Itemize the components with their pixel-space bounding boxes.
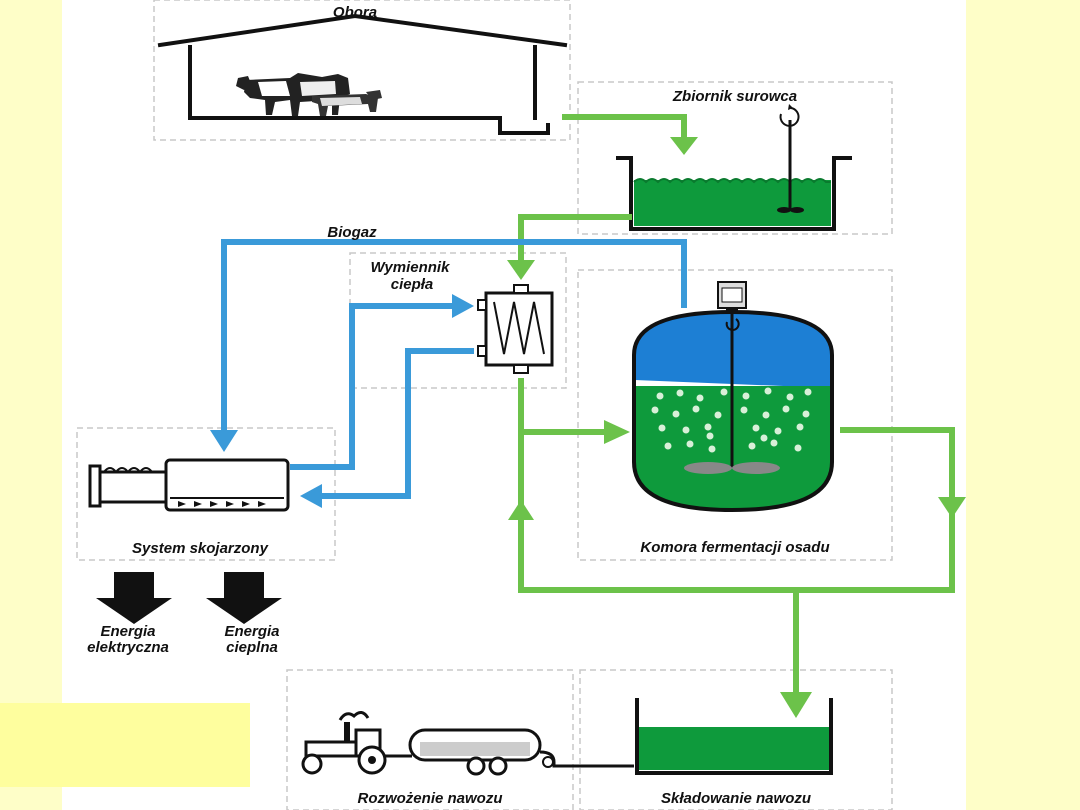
label-wymiennik-2: ciepła — [391, 276, 434, 293]
tractor-icon — [301, 711, 412, 775]
section-skladowanie — [579, 669, 893, 810]
section-komora — [577, 269, 893, 561]
section-zbiornik — [577, 81, 893, 235]
mixer-icon — [777, 104, 804, 213]
corner-box — [0, 703, 250, 787]
heat-exchanger-icon — [477, 284, 554, 374]
label-energia-c-2: cieplna — [226, 639, 278, 656]
cows-icon — [236, 73, 382, 116]
barn-icon — [157, 13, 568, 135]
digester-icon — [632, 281, 834, 513]
flow-exchanger-to-digester — [508, 378, 796, 593]
flow-barn-to-tank — [562, 114, 698, 155]
label-skladowanie: Składowanie nawozu — [661, 790, 811, 807]
label-biogaz: Biogaz — [327, 224, 377, 241]
label-wymiennik-1: Wymiennik — [371, 259, 451, 276]
flow-tank-to-exchanger — [507, 214, 632, 280]
chp-engine-icon — [88, 458, 290, 512]
label-energia-el-1: Energia — [100, 623, 155, 640]
section-obora — [153, 0, 571, 141]
label-obora: Obora — [333, 4, 377, 21]
label-rozwozenie: Rozwożenie nawozu — [357, 790, 502, 807]
label-energia-c-1: Energia — [224, 623, 279, 640]
storage-tank-icon — [635, 698, 833, 775]
flow-to-storage — [780, 590, 812, 718]
label-komora: Komora fermentacji osadu — [640, 539, 829, 556]
label-system: System skojarzony — [132, 540, 269, 557]
feedstock-tank — [616, 156, 852, 231]
label-zbiornik: Zbiornik surowca — [672, 88, 797, 105]
tanker-icon — [408, 728, 634, 776]
section-rozwozenie — [286, 669, 574, 810]
energy-arrow-icon — [206, 572, 282, 624]
flow-biogas — [210, 239, 687, 452]
flow-digester-out — [796, 427, 966, 593]
flow-heat-supply — [290, 294, 474, 470]
flow-heat-return — [300, 348, 474, 508]
label-energia-el-2: elektryczna — [87, 639, 169, 656]
energy-arrow-icon — [96, 572, 172, 624]
